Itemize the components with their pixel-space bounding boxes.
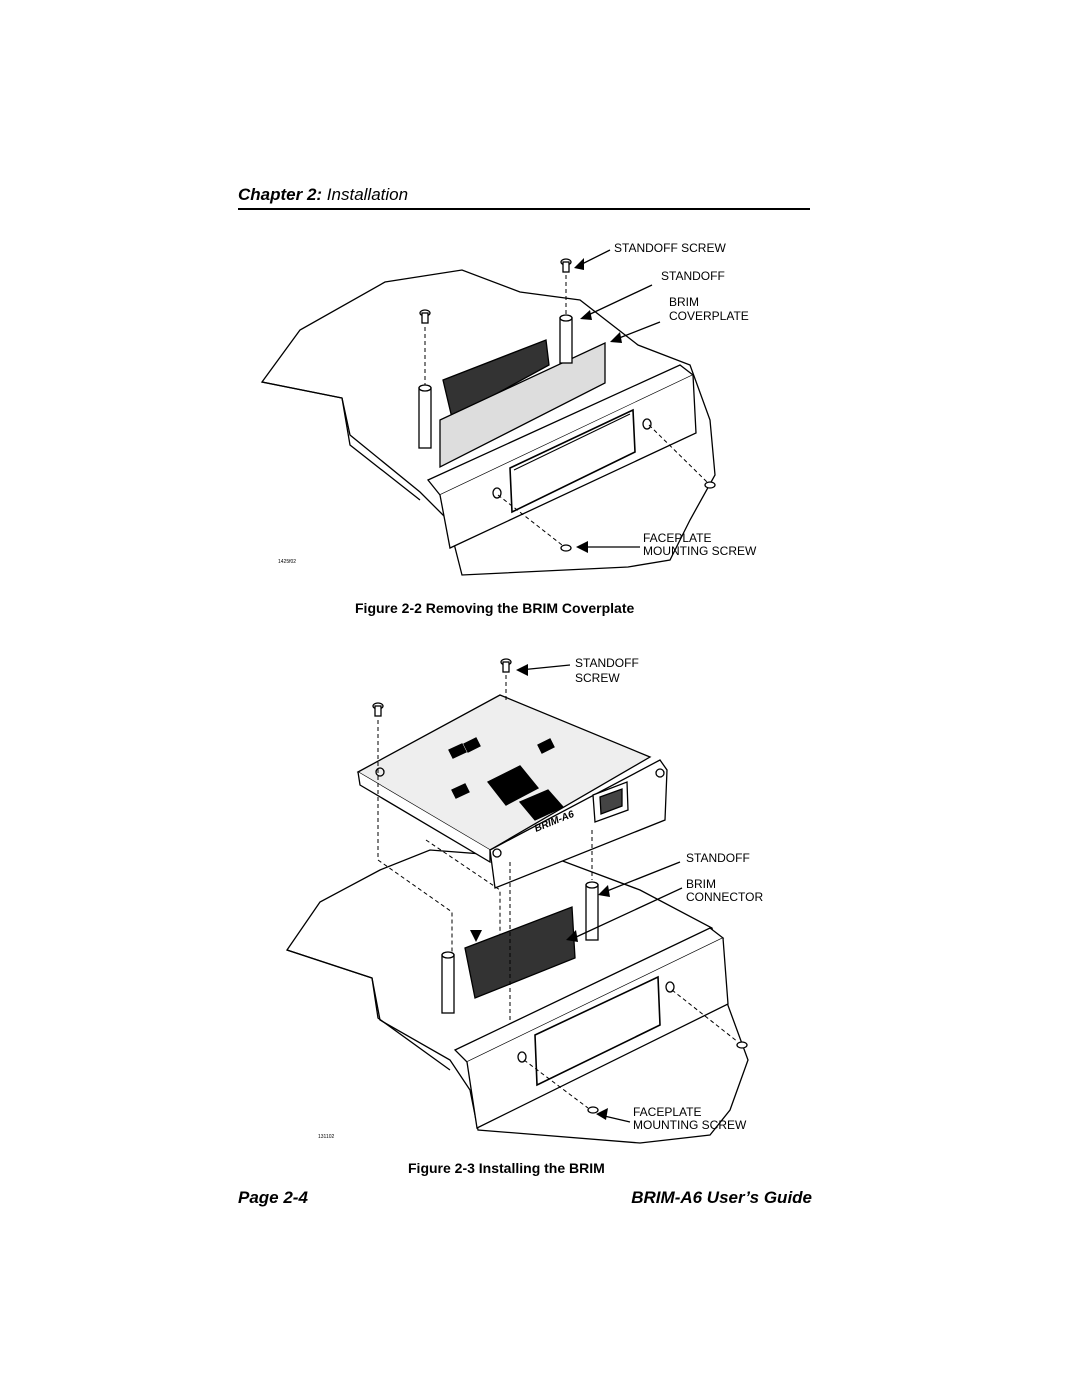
page-number: Page 2-4 xyxy=(238,1188,308,1207)
standoff-screw-icon xyxy=(560,258,572,273)
brim-coverplate xyxy=(439,341,606,469)
label-faceplate-1: FACEPLATE xyxy=(643,531,711,545)
chapter-title: Installation xyxy=(322,185,409,204)
chapter-header: Chapter 2: Installation xyxy=(238,185,408,205)
figure-id: 1425f02 xyxy=(278,559,296,565)
header-rule xyxy=(238,208,810,210)
label-standoff: STANDOFF xyxy=(661,269,725,283)
label-standoff-screw: STANDOFF SCREW xyxy=(614,241,726,255)
figure-2-2-caption: Figure 2-2 Removing the BRIM Coverplate xyxy=(355,600,635,616)
label-faceplate-2: MOUNTING SCREW xyxy=(643,544,757,558)
brim-connector xyxy=(442,339,550,419)
label-brim-coverplate-2: COVERPLATE xyxy=(669,309,749,323)
guide-title: BRIM-A6 User’s Guide xyxy=(631,1188,812,1207)
label-brim-coverplate-1: BRIM xyxy=(669,295,699,309)
figure-2-3-caption: Figure 2-3 Installing the BRIM xyxy=(408,1160,605,1176)
chapter-number: Chapter 2: xyxy=(238,185,323,204)
